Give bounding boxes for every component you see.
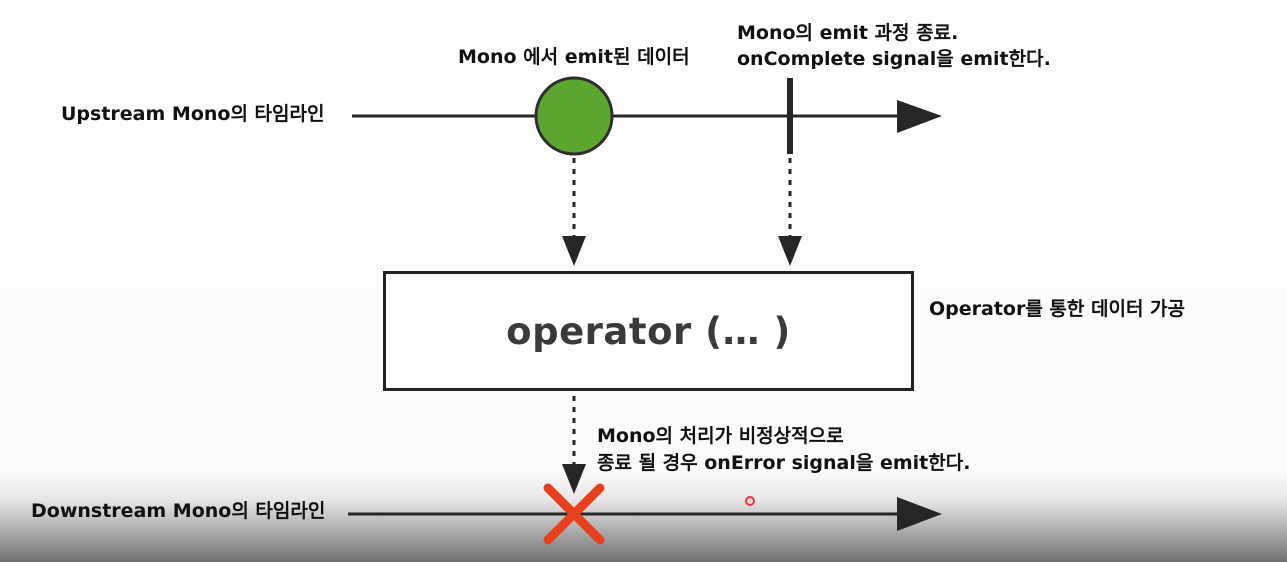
data-to-operator-arrowhead xyxy=(562,236,586,266)
complete-label-line2: onComplete signal을 emit한다. xyxy=(737,48,1051,70)
downstream-timeline-label: Downstream Mono의 타임라인 xyxy=(31,500,326,522)
emitted-data-label: Mono 에서 emit된 데이터 xyxy=(458,46,690,68)
emitted-data-marble xyxy=(534,76,614,156)
operator-description: Operator를 통한 데이터 가공 xyxy=(929,298,1186,320)
downstream-timeline-arrowhead xyxy=(897,497,942,531)
error-label-line1: Mono의 처리가 비정상적으로 xyxy=(597,425,844,447)
operator-box: operator (… ) xyxy=(383,271,914,391)
cursor-dot-icon xyxy=(745,496,755,506)
operator-box-text: operator (… ) xyxy=(506,309,791,353)
error-label-line2: 종료 될 경우 onError signal을 emit한다. xyxy=(597,452,971,474)
operator-to-downstream-arrowhead xyxy=(562,464,586,494)
upstream-timeline-arrowhead xyxy=(897,100,942,133)
complete-label-line1: Mono의 emit 과정 종료. xyxy=(737,22,959,44)
upstream-timeline-label: Upstream Mono의 타임라인 xyxy=(61,103,325,125)
error-cross-icon xyxy=(543,483,605,545)
complete-to-operator-arrowhead xyxy=(778,236,802,266)
